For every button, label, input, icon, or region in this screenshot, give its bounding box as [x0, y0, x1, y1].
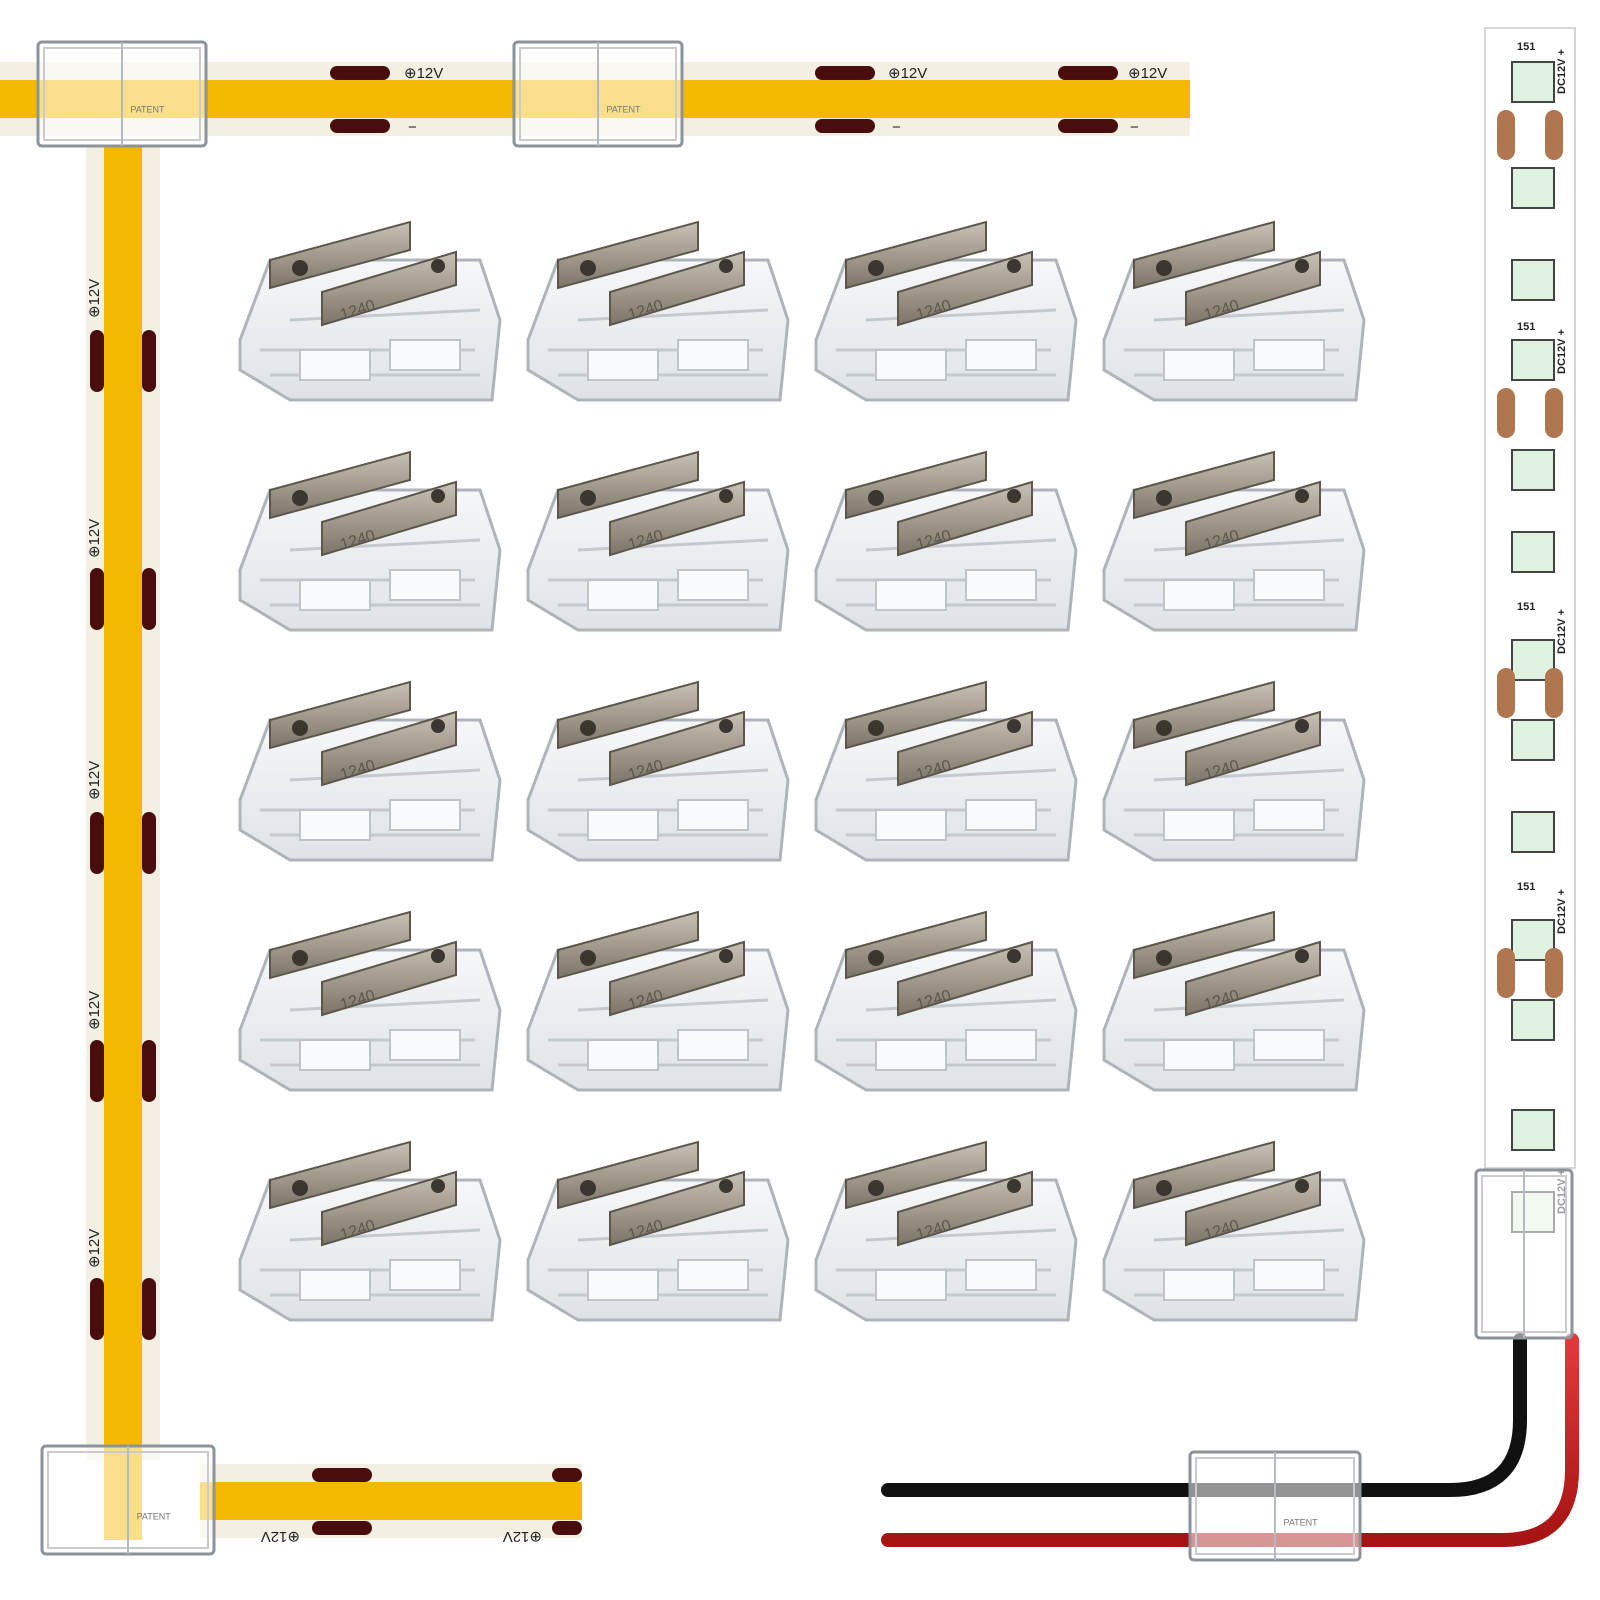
connector-clip: 1240: [1102, 220, 1366, 402]
white-strip-code-label-4: 151: [1517, 881, 1535, 893]
led-chip: [1511, 339, 1555, 381]
led-chip: [1511, 61, 1555, 103]
connector-clip: 1240: [238, 220, 502, 402]
left-strip-positive-label-3: ⊕12V: [86, 761, 103, 800]
connector-marking: PATENT: [130, 105, 165, 115]
connector-clip: 1240: [814, 1140, 1078, 1322]
led-chip: [1511, 259, 1555, 301]
connector-clip: 1240: [526, 1140, 790, 1322]
mounted-connector: PATENT: [512, 40, 684, 148]
top-strip-positive-label-2: ⊕12V: [888, 65, 927, 82]
led-chip: [1511, 531, 1555, 573]
left-strip-positive-label-1: ⊕12V: [86, 279, 103, 318]
top-strip-positive-label-1: ⊕12V: [404, 65, 443, 82]
connector-clip: 1240: [238, 1140, 502, 1322]
led-chip: [1511, 719, 1555, 761]
connector-marking: PATENT: [137, 1511, 172, 1521]
connector-clip: 1240: [1102, 1140, 1366, 1322]
connector-clip: 1240: [814, 680, 1078, 862]
top-strip-positive-label-3: ⊕12V: [1128, 65, 1167, 82]
white-strip-code-label-3: 151: [1517, 601, 1535, 613]
connector-clip: 1240: [526, 220, 790, 402]
white-strip-voltage-label-1: DC12V +: [1556, 49, 1568, 94]
connector-clip: 1240: [814, 450, 1078, 632]
led-chip: [1511, 1109, 1555, 1151]
mounted-connector: PATENT: [40, 1444, 216, 1556]
bottom-strip-positive-label-1: ⊕12V: [261, 1528, 300, 1545]
connector-clip: 1240: [526, 910, 790, 1092]
connector-clip: 1240: [1102, 910, 1366, 1092]
led-chip: [1511, 167, 1555, 209]
connector-clip: 1240: [1102, 450, 1366, 632]
white-strip-voltage-label-2: DC12V +: [1556, 329, 1568, 374]
led-chip: [1511, 999, 1555, 1041]
connector-marking: PATENT: [606, 105, 641, 115]
connector-clip: 1240: [814, 220, 1078, 402]
bottom-cob-strip: ⊕12V ⊕12V: [200, 1464, 582, 1545]
connector-clip: 1240: [814, 910, 1078, 1092]
connector-clip: 1240: [526, 680, 790, 862]
strip-connectors: PATENT PATENT PATENT PATENT: [36, 40, 1574, 1562]
wire-leads: [881, 1333, 1579, 1547]
bottom-strip-positive-label-2: ⊕12V: [503, 1528, 542, 1545]
left-cob-strip: ⊕12V ⊕12V ⊕12V ⊕12V ⊕12V: [86, 145, 160, 1540]
white-strip-voltage-label-4: DC12V +: [1556, 889, 1568, 934]
connector-clip: 1240: [238, 910, 502, 1092]
connector-marking: PATENT: [1284, 1517, 1319, 1527]
white-strip-voltage-label-3: DC12V +: [1556, 609, 1568, 654]
top-strip-negative-label-3: −: [1130, 119, 1139, 136]
led-chip: [1511, 811, 1555, 853]
mounted-connector: [1474, 1168, 1574, 1340]
mounted-connector: PATENT: [1188, 1450, 1362, 1562]
top-strip-negative-label-1: −: [408, 119, 417, 136]
left-strip-positive-label-5: ⊕12V: [86, 1229, 103, 1268]
connector-clip: 1240: [526, 450, 790, 632]
led-chip: [1511, 449, 1555, 491]
connector-clip: 1240: [238, 680, 502, 862]
top-strip-negative-label-2: −: [892, 119, 901, 136]
white-strip-code-label-1: 151: [1517, 41, 1535, 53]
connector-clip: 1240: [238, 450, 502, 632]
white-smd-strip: DC12V + DC12V + DC12V + DC12V + DC12V + …: [1484, 27, 1576, 1233]
left-strip-positive-label-2: ⊕12V: [86, 519, 103, 558]
white-strip-code-label-2: 151: [1517, 321, 1535, 333]
connector-clip: 1240: [1102, 680, 1366, 862]
mounted-connector: PATENT: [36, 40, 208, 148]
left-strip-positive-label-4: ⊕12V: [86, 991, 103, 1030]
